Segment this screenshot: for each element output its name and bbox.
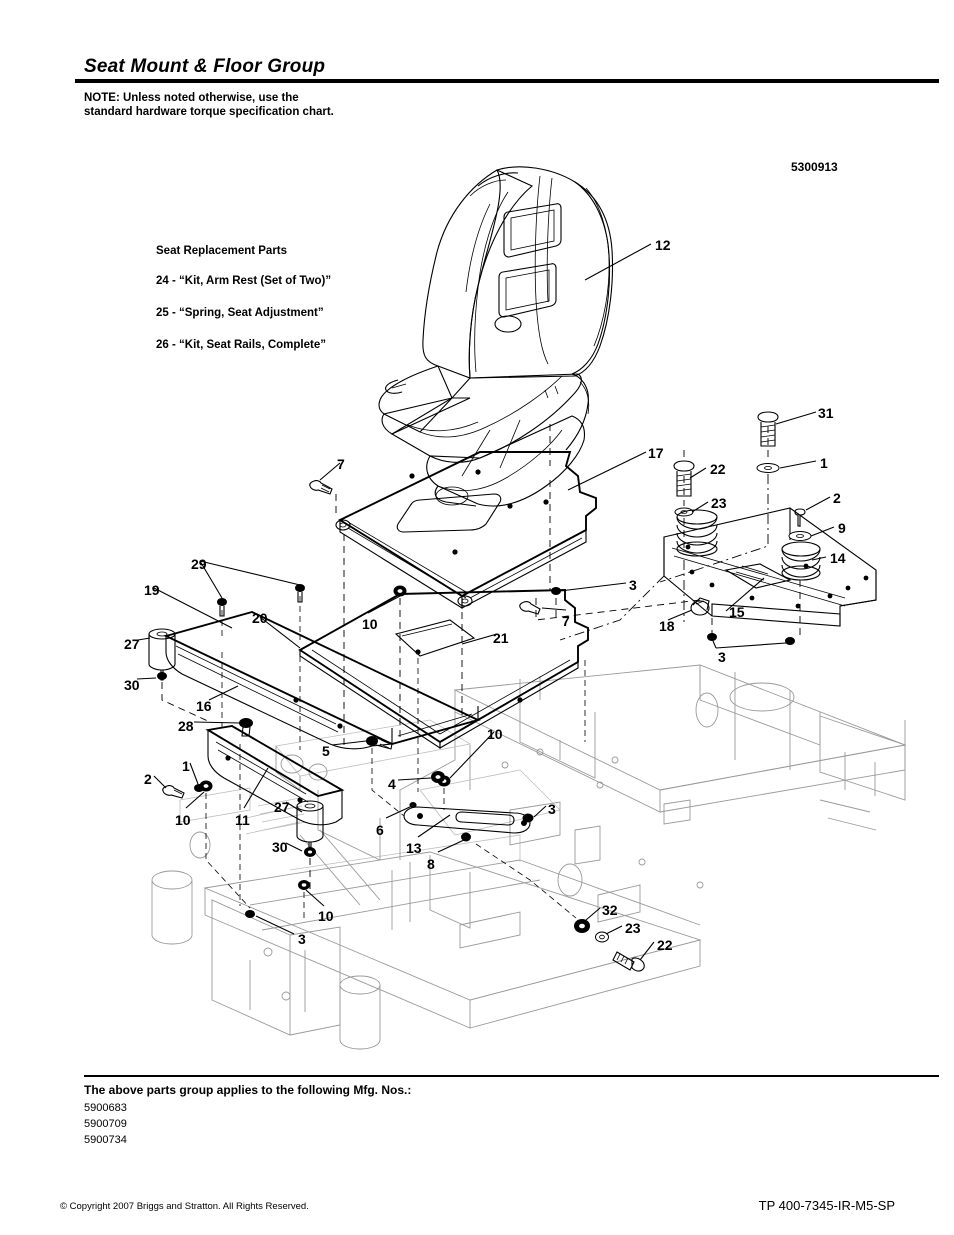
callout-32: 32 [602, 902, 618, 918]
callout-30-lower: 30 [272, 839, 288, 855]
drawing-number: 5300913 [791, 160, 838, 174]
knob-18-artwork [690, 597, 710, 616]
screw-7-artworks [309, 480, 541, 615]
callout-4: 4 [388, 776, 396, 792]
callout-30-upper: 30 [124, 677, 140, 693]
mfg-no-3: 5900734 [84, 1134, 127, 1146]
callout-22-lower: 22 [657, 937, 673, 953]
floor-panel-artwork [298, 589, 589, 750]
callout-10-pan: 10 [362, 616, 378, 632]
bolt-22-artwork [673, 460, 695, 497]
callout-3-bracket: 3 [718, 649, 726, 665]
callout-31: 31 [818, 405, 834, 421]
copyright-notice: © Copyright 2007 Briggs and Stratton. Al… [60, 1201, 309, 1212]
callout-29: 29 [191, 556, 207, 572]
callout-28: 28 [178, 718, 194, 734]
callout-8: 8 [427, 856, 435, 872]
callout-14: 14 [830, 550, 846, 566]
washer-1-artwork [756, 463, 780, 473]
callout-23-upper: 23 [711, 495, 727, 511]
assembly-alignment-lines [161, 424, 801, 919]
screw-5-artwork [366, 736, 393, 750]
spring-left-artwork [676, 509, 718, 557]
seat-replacement-item-25: 25 - “Spring, Seat Adjustment” [156, 307, 324, 319]
spring-14-artwork [781, 541, 821, 581]
bolt-2-right-artwork [794, 508, 806, 527]
callout-12: 12 [655, 237, 671, 253]
mfg-nos-list: 5900683 5900709 5900734 [84, 1100, 127, 1148]
seat-replacement-item-24: 24 - “Kit, Arm Rest (Set of Two)” [156, 275, 332, 287]
mfg-nos-heading: The above parts group applies to the fol… [84, 1083, 412, 1097]
callout-3-link: 3 [548, 801, 556, 817]
callout-13: 13 [406, 840, 422, 856]
callout-1-left: 1 [182, 758, 190, 774]
seat-assembly-artwork [378, 166, 614, 507]
mfg-no-1: 5900683 [84, 1102, 127, 1114]
hardware-left-artworks [162, 784, 204, 799]
floor-pan-artwork [335, 451, 597, 609]
tractor-frame-artwork [151, 664, 907, 1050]
title-divider [75, 79, 939, 83]
callout-7-lower: 7 [562, 613, 570, 629]
callout-18: 18 [659, 618, 675, 634]
callout-23-lower: 23 [625, 920, 641, 936]
mfg-no-2: 5900709 [84, 1118, 127, 1130]
callout-16: 16 [196, 698, 212, 714]
bolt-31-artwork [757, 411, 779, 447]
document-code: TP 400-7345-IR-M5-SP [758, 1198, 895, 1213]
washer-9-artwork [788, 531, 812, 541]
callout-9: 9 [838, 520, 846, 536]
callout-3-pan: 3 [629, 577, 637, 593]
seat-replacement-parts-list: Seat Replacement Parts 24 - “Kit, Arm Re… [156, 245, 386, 371]
side-shield-artwork [163, 610, 481, 750]
callout-2-right: 2 [833, 490, 841, 506]
link-arm-artwork [403, 806, 531, 834]
pin-8-artwork [461, 832, 471, 842]
callout-6: 6 [376, 822, 384, 838]
seat-replacement-item-26: 26 - “Kit, Seat Rails, Complete” [156, 339, 326, 351]
page-title: Seat Mount & Floor Group [84, 56, 326, 77]
callout-22-upper: 22 [710, 461, 726, 477]
callout-27-lower: 27 [274, 799, 290, 815]
callout-19: 19 [144, 582, 160, 598]
callout-10-mid: 10 [487, 726, 503, 742]
nut-30-artworks [157, 672, 316, 857]
callout-7-upper: 7 [337, 456, 345, 472]
callout-15: 15 [729, 604, 745, 620]
callout-1-right: 1 [820, 455, 828, 471]
callout-10-left: 10 [175, 812, 191, 828]
callout-10-frame: 10 [318, 908, 334, 924]
callout-2-left: 2 [144, 771, 152, 787]
locknut-4-artwork [431, 771, 445, 783]
callout-20: 20 [252, 610, 268, 626]
small-plate-artwork [394, 619, 476, 657]
torque-note: NOTE: Unless noted otherwise, use the st… [84, 92, 334, 118]
seat-replacement-heading: Seat Replacement Parts [156, 245, 288, 257]
callout-27-upper: 27 [124, 636, 140, 652]
callout-11: 11 [235, 812, 250, 828]
footer-divider [84, 1075, 939, 1077]
callout-3-frame: 3 [298, 931, 306, 947]
screw-28-artwork [239, 718, 253, 737]
pin-6-artwork [409, 802, 417, 808]
callout-5: 5 [322, 743, 330, 759]
washer-23-artwork [674, 507, 694, 517]
callout-21: 21 [493, 630, 509, 646]
callout-17: 17 [648, 445, 664, 461]
